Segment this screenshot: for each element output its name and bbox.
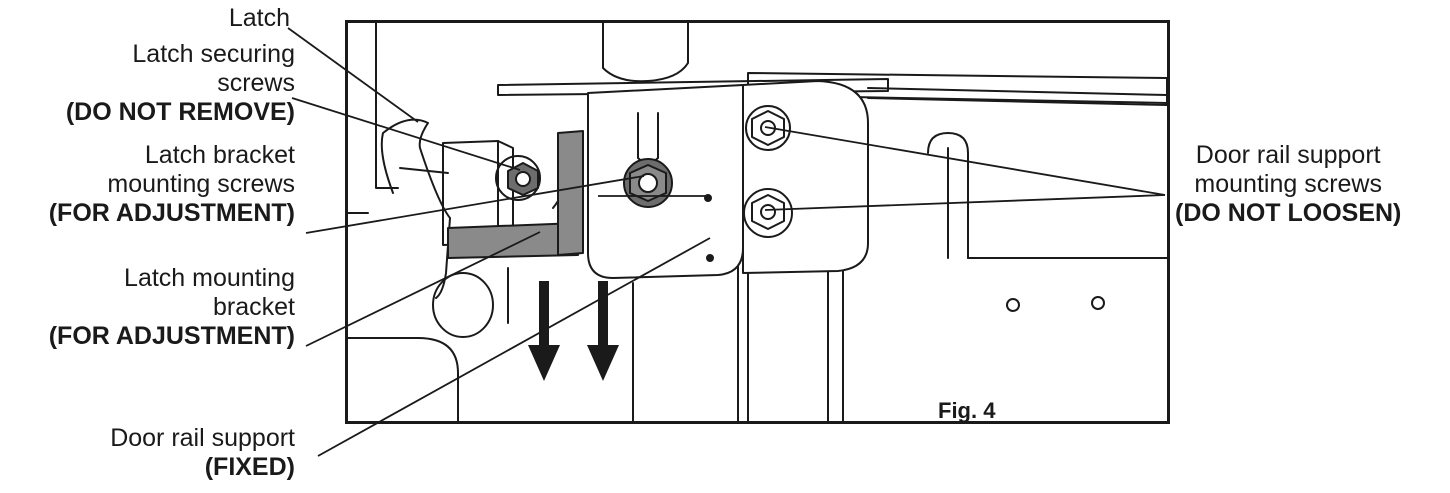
arrow-down-icon xyxy=(587,345,619,381)
label-latch-mounting-bracket: Latch mounting bracket (FOR ADJUSTMENT) xyxy=(49,264,295,351)
label-latch-mounting-line1: Latch mounting xyxy=(124,264,295,292)
arrow-down-icon xyxy=(539,281,549,351)
door-rail-mounting-plate xyxy=(742,80,869,274)
latch-knob xyxy=(432,272,494,338)
label-latch-securing-line2: screws xyxy=(217,69,295,97)
label-latch-bracket-mounting-screws: Latch bracket mounting screws (FOR ADJUS… xyxy=(49,141,295,228)
label-latch-bracket-note: (FOR ADJUSTMENT) xyxy=(48,199,295,227)
label-door-rail-support-line1: Door rail support xyxy=(110,424,295,452)
label-latch-bracket-line2: mounting screws xyxy=(107,170,295,198)
label-latch-securing-screws: Latch securing screws (DO NOT REMOVE) xyxy=(66,40,295,127)
hole-icon xyxy=(1006,298,1020,312)
label-door-rail-screws-line2: mounting screws xyxy=(1194,170,1382,198)
arrow-down-icon xyxy=(528,345,560,381)
label-door-rail-support-mounting-screws: Door rail support mounting screws (DO NO… xyxy=(1175,141,1401,228)
label-latch-securing-line1: Latch securing xyxy=(132,40,295,68)
figure-frame: Fig. 4 xyxy=(345,20,1170,424)
label-door-rail-screws-note: (DO NOT LOOSEN) xyxy=(1175,199,1402,227)
latch-assembly-drawing xyxy=(348,23,1167,421)
label-latch-mounting-note: (FOR ADJUSTMENT) xyxy=(48,322,295,350)
latch-mounting-bracket xyxy=(447,130,584,259)
top-plate-left xyxy=(497,78,889,96)
label-latch: Latch xyxy=(228,4,290,32)
label-latch-bracket-line1: Latch bracket xyxy=(144,141,295,169)
label-door-rail-support-note: (FIXED) xyxy=(204,453,295,481)
label-door-rail-support: Door rail support (FIXED) xyxy=(110,424,295,482)
door-rail-support xyxy=(587,84,744,279)
down-arrows xyxy=(528,281,619,381)
label-latch-securing-note: (DO NOT REMOVE) xyxy=(65,98,295,126)
hole-icon xyxy=(1091,296,1105,310)
label-latch-mounting-line2: bracket xyxy=(213,293,295,321)
upper-roller xyxy=(602,23,689,83)
arrow-down-icon xyxy=(598,281,608,351)
figure-caption: Fig. 4 xyxy=(938,398,996,423)
label-door-rail-screws-line1: Door rail support xyxy=(1195,141,1381,169)
